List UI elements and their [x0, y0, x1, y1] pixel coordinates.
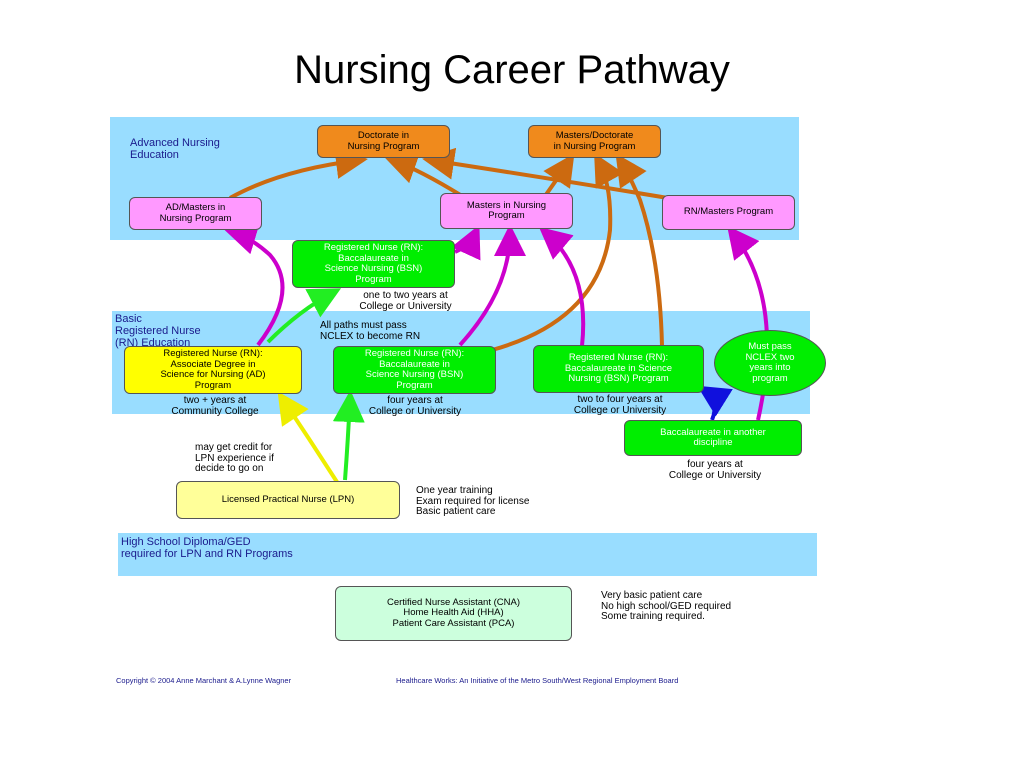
arrow-lpn-to-ad	[277, 391, 339, 484]
arrow-admasters-to-doctorate	[229, 147, 368, 200]
arrow-baccother-to-bsnright	[697, 385, 733, 421]
arrow-bsnmid-to-masters	[458, 224, 526, 347]
two-to-four-years-note: two to four years at College or Universi…	[573, 394, 667, 416]
advanced-education-label: Advanced Nursing Education	[130, 137, 220, 161]
nclex-requirement-note: All paths must pass NCLEX to become RN	[320, 320, 421, 342]
lpn-description-note: One year training Exam required for lice…	[416, 485, 530, 517]
associate-degree-box: Registered Nurse (RN): Associate Degree …	[124, 346, 302, 394]
arrow-bsntop-to-masters	[451, 224, 481, 261]
arrow-bsnmid-to-mastersdoctorate	[491, 153, 624, 352]
copyright-text: Copyright © 2004 Anne Marchant & A.Lynne…	[116, 676, 292, 685]
two-plus-years-note: two + years at Community College	[171, 395, 259, 417]
ad-masters-program-box: AD/Masters in Nursing Program	[129, 197, 262, 230]
page-title: Nursing Career Pathway	[294, 48, 730, 92]
arrow-bsnright-to-masters	[538, 226, 586, 347]
bsn-program-box: Registered Nurse (RN): Baccalaureate in …	[333, 346, 496, 394]
arrow-ad-to-bsntop	[266, 288, 342, 344]
masters-doctorate-program-box: Masters/Doctorate in Nursing Program	[528, 125, 661, 158]
one-to-two-years-note: one to two years at College or Universit…	[359, 290, 452, 312]
four-years-university-note: four years at College or University	[368, 395, 462, 417]
high-school-band	[118, 533, 817, 576]
baccalaureate-other-box: Baccalaureate in another discipline	[624, 420, 802, 456]
arrow-masters-to-mastersdoctorate	[543, 153, 575, 198]
arrow-lpn-to-bsnmid	[332, 390, 365, 481]
arrow-bsnright-to-mastersdoctorate	[615, 153, 664, 347]
arrow-masters-to-doctorate	[384, 153, 464, 198]
high-school-label: High School Diploma/GED required for LPN…	[121, 536, 293, 560]
nclex-two-years-oval: Must pass NCLEX two years into program	[714, 330, 826, 396]
lpn-credit-note: may get credit for LPN experience if dec…	[195, 442, 274, 474]
masters-program-box: Masters in Nursing Program	[440, 193, 573, 229]
rn-masters-program-box: RN/Masters Program	[662, 195, 795, 230]
initiative-text: Healthcare Works: An Initiative of the M…	[396, 676, 679, 685]
four-years-other-note: four years at College or University	[668, 459, 762, 481]
arrow-ad-to-admasters	[224, 223, 285, 347]
cna-hha-pca-box: Certified Nurse Assistant (CNA) Home Hea…	[335, 586, 572, 641]
cna-description-note: Very basic patient care No high school/G…	[601, 590, 732, 622]
lpn-box: Licensed Practical Nurse (LPN)	[176, 481, 400, 519]
bsn-accelerated-box: Registered Nurse (RN): Baccalaureate in …	[533, 345, 704, 393]
bsn-transition-box: Registered Nurse (RN): Baccalaureate in …	[292, 240, 455, 288]
doctorate-program-box: Doctorate in Nursing Program	[317, 125, 450, 158]
